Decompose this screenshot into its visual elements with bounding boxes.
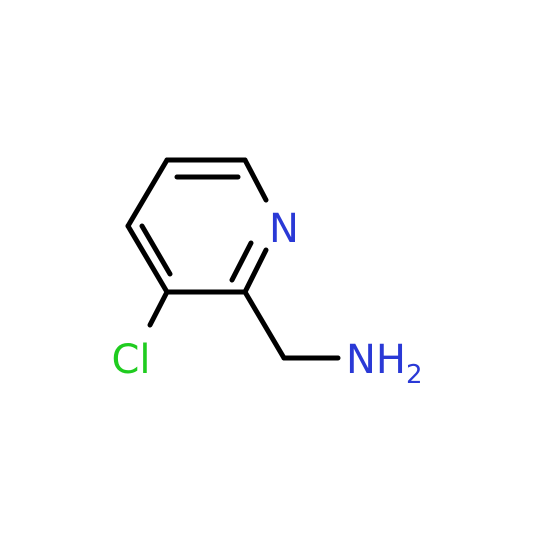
amine-label: NH2 xyxy=(346,337,423,390)
bond-c4-c5 xyxy=(125,157,170,229)
chlorine-label: Cl xyxy=(111,337,150,383)
bond-c2-ch2 xyxy=(242,289,287,361)
ring-nitrogen-label: N xyxy=(269,206,299,252)
bond-c6-n xyxy=(242,157,269,203)
bond-n-c2 xyxy=(242,247,269,295)
bond-c3-cl xyxy=(147,289,170,328)
amine-nh-text: NH xyxy=(346,337,406,383)
amine-subscript: 2 xyxy=(406,360,423,390)
bond-c3-c4-double xyxy=(139,223,173,277)
bond-n-c2-double xyxy=(229,240,254,283)
bond-c3-c4 xyxy=(125,223,170,295)
